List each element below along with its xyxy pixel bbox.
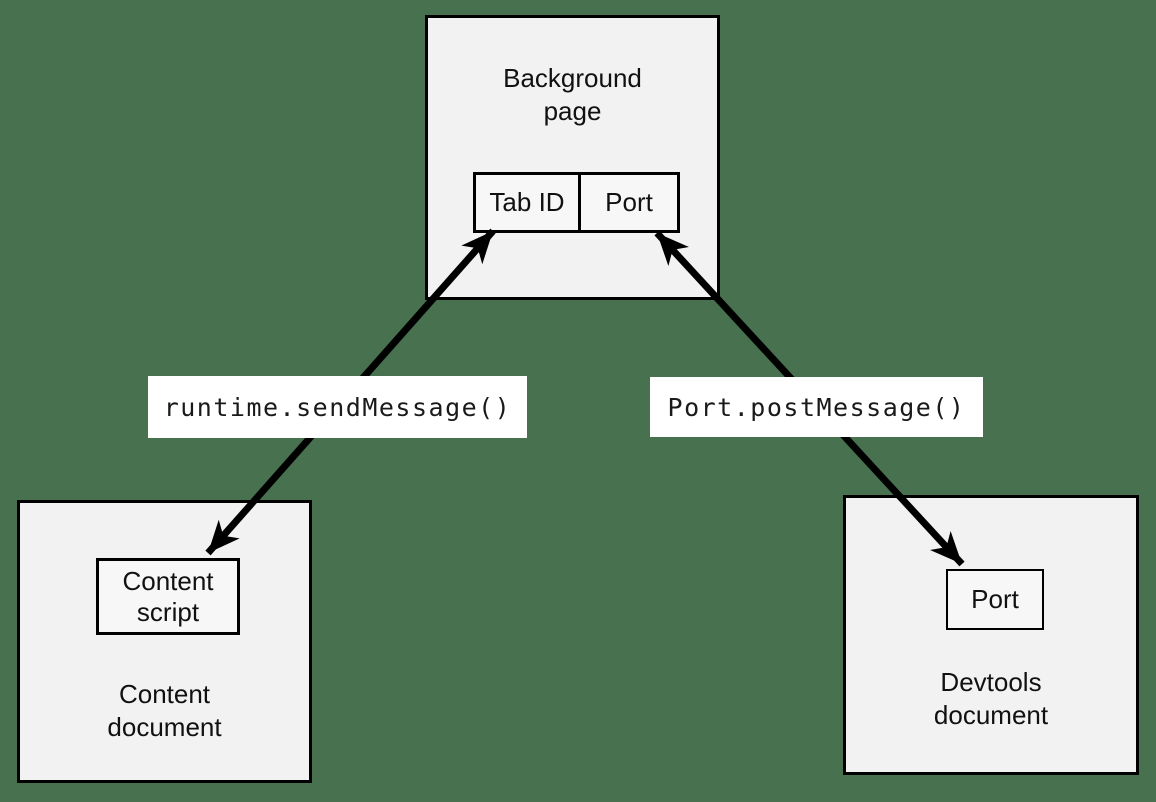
devtools-document-title: Devtools document: [933, 667, 1049, 730]
background-page-title: Background page: [503, 63, 642, 126]
tab-id-port-table: Tab ID Port: [473, 172, 680, 233]
content-document-title: Content document: [107, 679, 222, 742]
runtime-sendmessage-label: runtime.sendMessage(): [148, 376, 527, 438]
content-script-box: Content script: [96, 558, 240, 635]
devtools-document-box: Port Devtools document: [843, 495, 1139, 775]
background-port-cell: Port: [605, 187, 653, 217]
port-postmessage-label: Port.postMessage(): [650, 377, 983, 437]
tab-id-cell: Tab ID: [476, 175, 581, 230]
background-page-box: Background page Tab ID Port: [425, 15, 720, 300]
content-document-box: Content script Content document: [17, 500, 312, 783]
devtools-port-box: Port: [946, 569, 1044, 630]
